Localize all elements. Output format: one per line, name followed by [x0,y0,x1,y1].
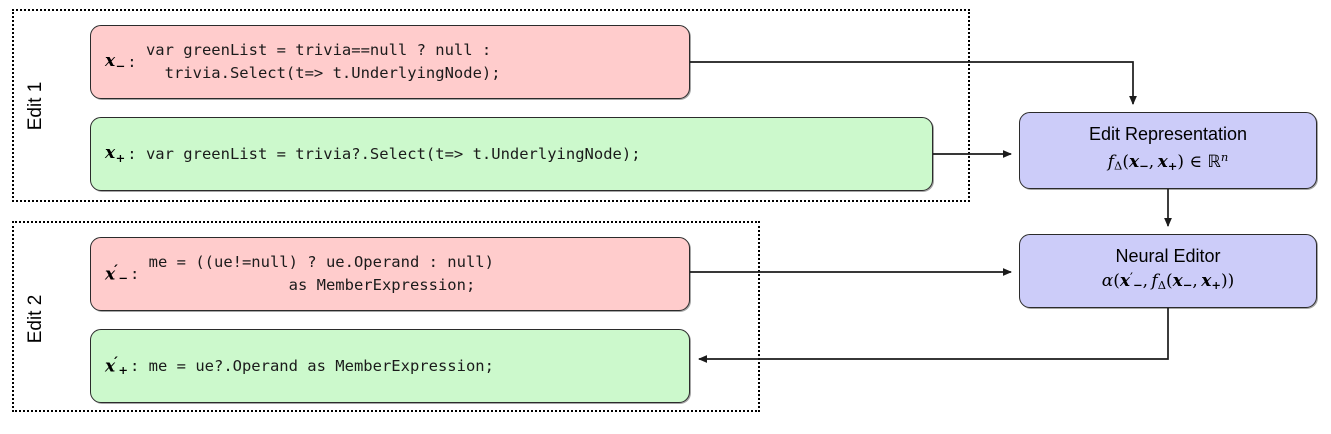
group-frame-edit-1 [12,9,970,202]
code-text-x-plus: var greenList = trivia?.Select(t=> t.Und… [136,144,641,163]
model-title-edit-representation: Edit Representation [1088,124,1248,145]
model-formula-edit-representation: fΔ(x−, x+) ∈ ℝn [1107,150,1229,173]
group-label-edit-2: Edit 2 [25,294,46,344]
variable-label-x-plus: x+ [105,143,126,165]
code-text-x-minus: var greenList = trivia==null ? null : tr… [145,41,501,82]
group-label-edit-1: Edit 1 [25,81,46,131]
code-separator: : [129,265,140,283]
code-separator: : [127,53,137,71]
code-box-x-plus: x+: var greenList = trivia?.Select(t=> t… [90,117,933,191]
arrow-neural-editor-to-x-prime-plus [698,308,1169,363]
variable-label-x-prime-plus: x′+ [105,354,128,378]
code-box-x-minus: x−: var greenList = trivia==null ? null … [90,25,690,99]
model-box-neural-editor: Neural Editor α(x′−, fΔ(x−, x+)) [1019,234,1317,308]
model-box-edit-representation: Edit Representation fΔ(x−, x+) ∈ ℝn [1019,112,1317,189]
code-box-x-prime-minus: x′−: me = ((ue!=null) ? ue.Operand : nul… [90,237,690,311]
variable-label-x-prime-minus: x′− [105,262,128,286]
code-text-x-prime-plus: me = ue?.Operand as MemberExpression; [139,356,494,375]
variable-label-x-minus: x− [105,51,126,73]
code-box-x-prime-plus: x′+: me = ue?.Operand as MemberExpressio… [90,329,690,403]
model-formula-neural-editor: α(x′−, fΔ(x−, x+)) [1101,270,1235,293]
code-separator: : [127,145,137,163]
model-title-neural-editor: Neural Editor [1115,245,1221,266]
code-separator: : [129,357,140,375]
code-text-x-prime-minus: me = ((ue!=null) ? ue.Operand : null) as… [148,253,494,294]
